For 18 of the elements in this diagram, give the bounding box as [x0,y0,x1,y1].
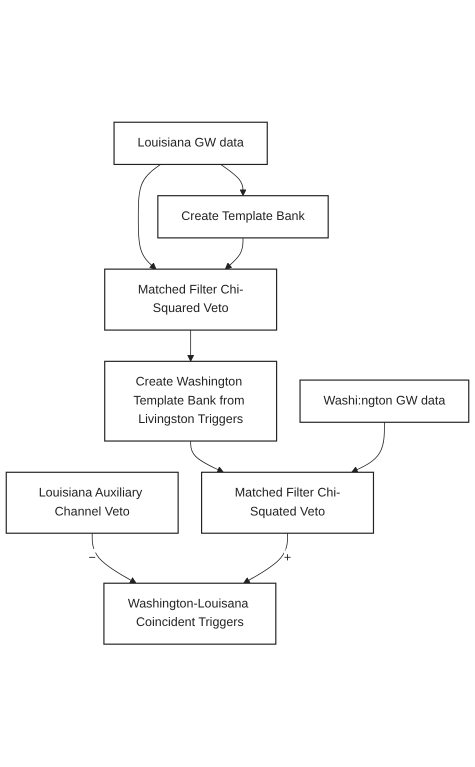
arrow [220,164,246,196]
edge-label: − [88,551,96,565]
node-box: Washi:ngton GW data [299,380,470,424]
node-box: Create Template Bank [157,195,329,239]
node-box: Louisiana Auxiliary Channel Veto [6,472,179,534]
node-box: Matched Filter Chi-Squared Veto [104,268,278,331]
arrow [243,533,288,584]
arrow [92,533,137,584]
arrow [187,330,194,362]
node-box: Create Washington Template Bank from Livingston Triggers [104,361,278,442]
node-box: Matched Filter Chi-Squated Veto [201,472,374,534]
arrow [351,422,385,473]
edge-label: + [284,551,292,565]
node-box: Louisiana GW data [113,122,268,166]
arrow [224,238,244,270]
node-box: Washington-Louisana Coincident Triggers [103,582,276,646]
arrow [138,164,161,270]
arrow [190,440,224,473]
